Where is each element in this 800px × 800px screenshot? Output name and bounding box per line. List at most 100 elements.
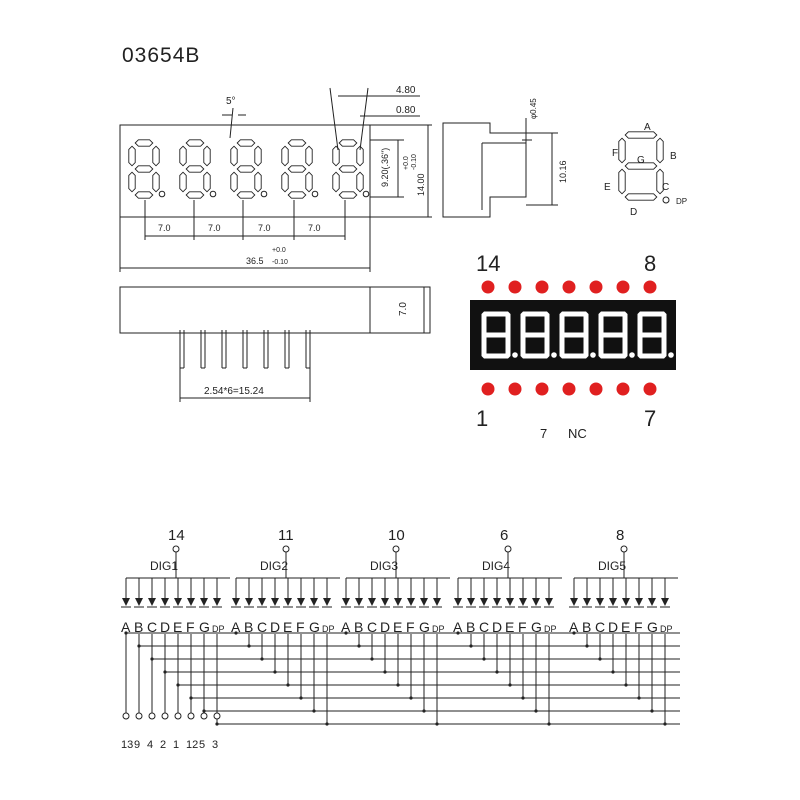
diode-icon: [310, 598, 318, 606]
digit-segment: [185, 165, 205, 173]
digit-segment: [203, 171, 211, 193]
output-pin-number: 5: [199, 739, 205, 751]
segment-label: D: [492, 619, 502, 635]
dim-label-body-height: 14.00: [416, 173, 426, 196]
legend-digit: [618, 131, 664, 201]
digit-segment: [332, 171, 340, 193]
segment-label: B: [582, 619, 591, 635]
diode-icon: [258, 598, 266, 606]
front-view-body: [119, 124, 371, 218]
diode-icon: [609, 598, 617, 606]
segment-label: C: [479, 619, 489, 635]
dim-label-side-height: 10.16: [558, 160, 568, 183]
digit-segment: [185, 139, 205, 147]
pin-label-top-right: 8: [644, 251, 656, 276]
segment-label: DP: [212, 624, 225, 634]
segment-label: A: [453, 619, 463, 635]
legend-label-c: C: [662, 182, 669, 193]
segment-label: E: [621, 619, 630, 635]
digit-segment: [236, 165, 256, 173]
dim-tol: +0.0: [403, 156, 410, 170]
diode-icon: [174, 598, 182, 606]
common-pin-node: [172, 545, 180, 553]
decimal-point: [158, 190, 166, 198]
segment-label: F: [296, 619, 305, 635]
segment-label: A: [341, 619, 351, 635]
segment-label: D: [160, 619, 170, 635]
output-pin-number: 1: [173, 739, 179, 751]
digit-segment: [281, 145, 289, 167]
output-pin-node: [174, 712, 182, 720]
led-pin-bottom: [589, 382, 603, 396]
diode-icon: [200, 598, 208, 606]
display-digit: [481, 311, 518, 359]
common-pin-node: [620, 545, 628, 553]
output-pin-number: 13: [121, 739, 133, 751]
diode-icon: [635, 598, 643, 606]
diode-icon: [661, 598, 669, 606]
diode-icon: [355, 598, 363, 606]
output-pin-node: [161, 712, 169, 720]
dim-label-digit-height: 9.20(.36"): [380, 148, 390, 187]
led-pin-top: [508, 280, 522, 294]
output-pin-node: [187, 712, 195, 720]
legend-label-dp: DP: [676, 197, 687, 206]
diode-icon: [187, 598, 195, 606]
led-pin-bottom: [643, 382, 657, 396]
diode-icon: [381, 598, 389, 606]
diode-icon: [148, 598, 156, 606]
diode-icon: [480, 598, 488, 606]
dim-label-pin-dia: φ0.45: [529, 98, 538, 119]
dim-tol: -0.10: [272, 259, 288, 266]
segment-label: A: [231, 619, 241, 635]
diode-icon: [394, 598, 402, 606]
digit-segment: [134, 191, 154, 199]
diode-icon: [420, 598, 428, 606]
output-pin-number: 3: [212, 739, 218, 751]
digit-gap: [644, 318, 660, 332]
digit-segment: [152, 145, 160, 167]
digit-segment: [287, 139, 307, 147]
segment-label: F: [406, 619, 415, 635]
digit-segment: [656, 137, 664, 164]
front-digit: [179, 139, 217, 199]
digit-segment: [520, 311, 550, 359]
diode-icon: [433, 598, 441, 606]
segment-label: F: [634, 619, 643, 635]
segment-label: E: [393, 619, 402, 635]
legend-label-b: B: [670, 151, 677, 162]
output-pin-number: 4: [147, 739, 153, 751]
digit-segment: [281, 171, 289, 193]
dim-label-digit-spacing: 7.0: [258, 223, 271, 233]
led-pin-top: [589, 280, 603, 294]
output-pin-node: [213, 712, 221, 720]
output-pin-number: 12: [186, 739, 198, 751]
digit-segment: [624, 162, 658, 170]
segment-label: E: [283, 619, 292, 635]
segment-label: A: [569, 619, 579, 635]
dim-label-length: 36.5: [246, 256, 264, 266]
digit-gap: [566, 318, 582, 332]
digit-segment: [356, 171, 364, 193]
dim-label-lead-pitch: 4.80: [396, 85, 416, 96]
decimal-point: [590, 352, 596, 358]
led-pin-bottom: [535, 382, 549, 396]
decimal-point: [668, 352, 674, 358]
bottom-view-end: [369, 286, 431, 334]
common-pin-number: 10: [388, 527, 405, 544]
leader-line: [329, 87, 339, 151]
diode-icon: [135, 598, 143, 606]
side-view: φ0.45 10.16: [442, 98, 568, 218]
digit-label: DIG1: [150, 559, 178, 573]
digit-segment: [287, 191, 307, 199]
digit-segment: [236, 191, 256, 199]
led-pin-bottom: [508, 382, 522, 396]
digit-gap: [527, 318, 543, 332]
dim-label-seg-width: 0.80: [396, 105, 416, 116]
dim-label-thickness: 7.0: [398, 302, 409, 316]
dim-tol: -0.10: [411, 154, 418, 170]
